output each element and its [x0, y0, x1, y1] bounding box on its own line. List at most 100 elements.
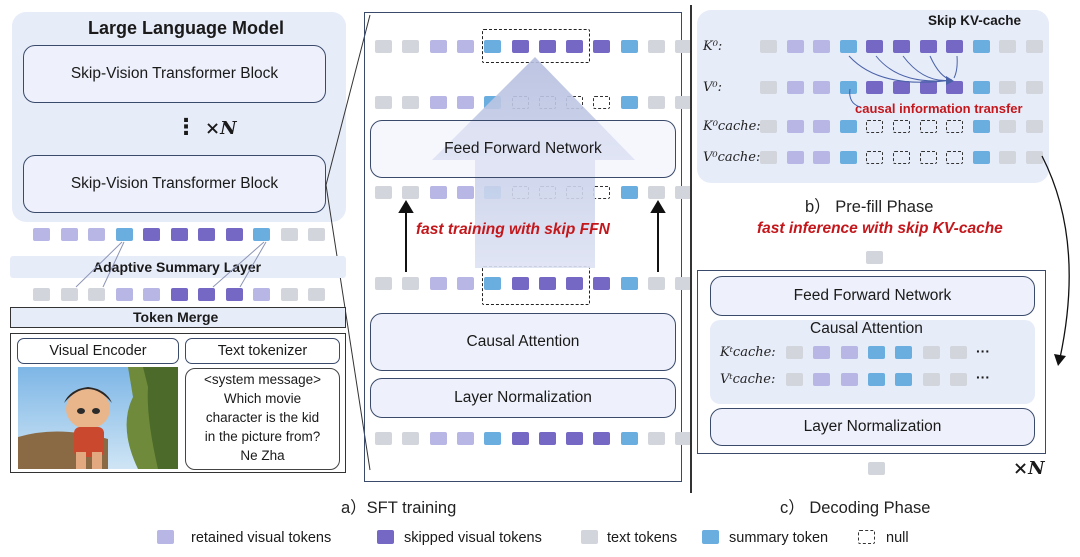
kcache-token-4 — [866, 120, 884, 133]
v0-token-10 — [1026, 81, 1043, 94]
vcache-token-5 — [893, 151, 910, 164]
kv-transfer-arrows — [848, 55, 958, 85]
sft-row5-token-0 — [375, 432, 392, 445]
legend-null-label: null — [886, 530, 909, 546]
v0-token-6 — [919, 81, 937, 94]
prefill-to-decoding-arrow — [1041, 155, 1070, 366]
vt-token-6 — [949, 373, 967, 386]
kt-token-3 — [867, 346, 885, 359]
k0-token-5 — [893, 40, 910, 53]
sft-row3-token-3 — [456, 186, 474, 199]
text-input-line-1: Which movie — [223, 391, 302, 406]
left-bottom-token-7 — [225, 288, 243, 301]
sft-row3-token-10 — [648, 186, 665, 199]
kcache-token-0 — [760, 120, 777, 133]
sft-row2-token-1 — [402, 96, 420, 109]
token-merge-bar — [10, 307, 346, 328]
prefill-caption: b） Pre-fill Phase — [805, 198, 934, 216]
sft-row2-token-8 — [593, 96, 611, 109]
sft-row1-token-6 — [538, 40, 556, 53]
sft-row2-token-9 — [620, 96, 638, 109]
sft-row5-token-1 — [402, 432, 420, 445]
left-bottom-token-10 — [308, 288, 325, 301]
sft-row4-token-7 — [566, 277, 584, 290]
kt-ellipsis: ··· — [976, 343, 990, 359]
left-top-token-1 — [60, 228, 78, 241]
kcache-token-5 — [893, 120, 910, 133]
kcache-token-10 — [1026, 120, 1043, 133]
input-panel — [10, 333, 346, 473]
legend-summary-swatch — [702, 530, 719, 544]
kcache-token-8 — [972, 120, 990, 133]
sft-row5-token-4 — [484, 432, 502, 445]
k0-token-8 — [972, 40, 990, 53]
connector-token-top — [866, 251, 883, 264]
fast-inference-label: fast inference with skip KV-cache — [757, 220, 1003, 237]
left-top-token-4 — [143, 228, 160, 241]
sft-caption: a）SFT training — [341, 499, 457, 517]
left-top-token-2 — [88, 228, 105, 241]
sft-row4-token-10 — [648, 277, 665, 290]
visual-encoder-label: Visual Encoder — [17, 338, 179, 364]
decoding-norm-box: Layer Normalization — [710, 408, 1035, 446]
k0-label: K⁰: — [703, 39, 723, 54]
sft-row4-token-9 — [620, 277, 638, 290]
legend-summary-label: summary token — [729, 530, 829, 546]
sft-row1-token-1 — [402, 40, 420, 53]
legend-retained-swatch — [157, 530, 174, 544]
prefill-highlight-arrow — [849, 88, 861, 108]
movie-still-image — [18, 367, 178, 469]
kt-token-2 — [840, 346, 858, 359]
kcache-token-7 — [946, 120, 964, 133]
v0-token-7 — [946, 81, 964, 94]
kcache-token-2 — [813, 120, 831, 133]
sft-ffn-box: Feed Forward Network — [370, 120, 676, 178]
summary-arrows — [75, 241, 267, 288]
summary-layer-label: Adaptive Summary Layer — [93, 259, 262, 275]
vt-token-1 — [813, 373, 831, 386]
v0-token-1 — [786, 81, 804, 94]
k0-token-2 — [813, 40, 831, 53]
v0-label: V⁰: — [703, 80, 722, 95]
repeat-n-label: ×N — [205, 118, 237, 139]
vt-label: Vᵗcache: — [720, 372, 776, 387]
vcache-token-0 — [760, 151, 777, 164]
v0-token-0 — [760, 81, 777, 94]
sft-row2-token-11 — [675, 96, 693, 109]
k0-token-3 — [839, 40, 857, 53]
text-input-line-2: character is the kid — [205, 410, 320, 425]
text-input-line-3: in the picture from? — [204, 429, 321, 444]
v0-token-4 — [866, 81, 884, 94]
legend-skipped-swatch — [377, 530, 394, 544]
vt-token-5 — [922, 373, 940, 386]
left-bottom-token-8 — [253, 288, 270, 301]
left-top-token-8 — [253, 228, 270, 241]
zoom-lines — [325, 14, 371, 471]
v0-token-5 — [893, 81, 910, 94]
v0-token-9 — [999, 81, 1017, 94]
decoding-attn-panel — [710, 320, 1035, 404]
vcache-token-8 — [972, 151, 990, 164]
sft-row2-token-10 — [648, 96, 665, 109]
sft-row4-token-3 — [456, 277, 474, 290]
sft-row2-token-3 — [456, 96, 474, 109]
decoding-ffn-box: Feed Forward Network — [710, 276, 1035, 316]
sft-row1-token-2 — [429, 40, 447, 53]
kcache-token-9 — [999, 120, 1017, 133]
summary-layer-band — [10, 256, 346, 278]
sft-row5-token-5 — [511, 432, 529, 445]
legend-text-label: text tokens — [607, 530, 678, 546]
prefill-panel — [697, 10, 1049, 183]
sft-row1-token-10 — [648, 40, 665, 53]
sft-row5-token-11 — [675, 432, 693, 445]
vcache-token-10 — [1026, 151, 1043, 164]
left-top-token-10 — [308, 228, 325, 241]
vcache-token-7 — [946, 151, 964, 164]
vcache-token-3 — [839, 151, 857, 164]
sft-row1-token-5 — [511, 40, 529, 53]
sft-attention-box: Causal Attention — [370, 313, 676, 371]
phase-divider — [690, 5, 692, 493]
kt-token-6 — [949, 346, 967, 359]
left-top-token-0 — [33, 228, 50, 241]
vt-token-3 — [867, 373, 885, 386]
